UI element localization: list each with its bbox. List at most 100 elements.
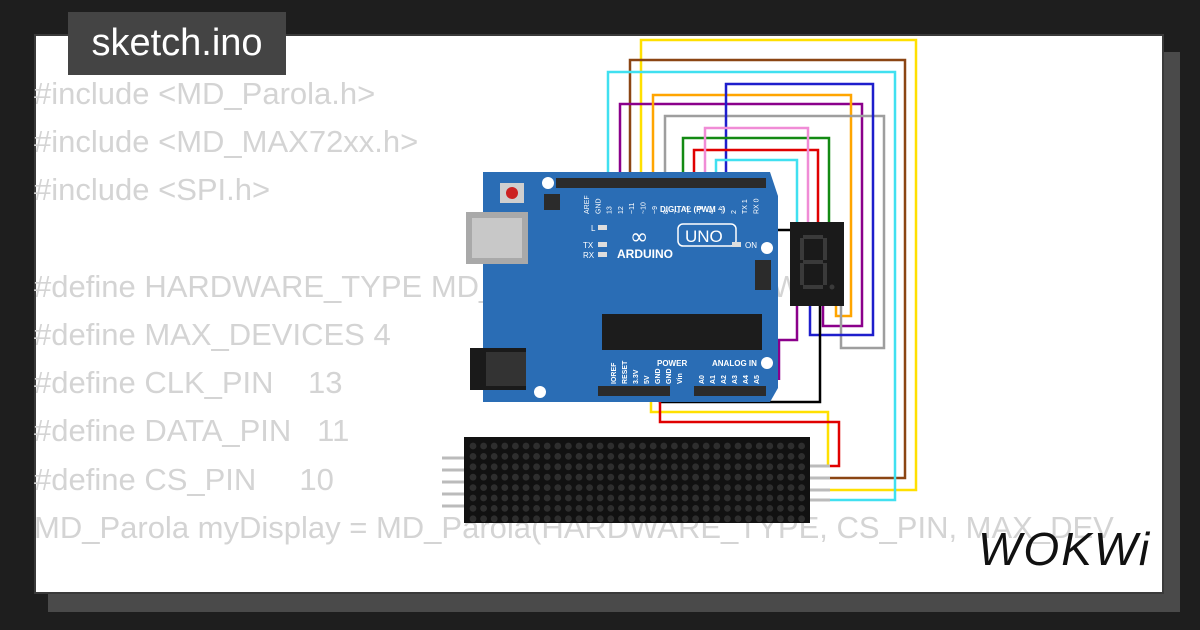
code-line: #define MAX_DEVICES 4	[34, 316, 391, 352]
matrix-led	[512, 453, 519, 460]
matrix-led	[702, 515, 710, 523]
matrix-led	[755, 473, 763, 481]
bottom-pin-label: GND	[666, 368, 673, 384]
led-matrix-display[interactable]	[442, 437, 830, 523]
matrix-led	[787, 484, 795, 491]
matrix-led	[660, 453, 668, 460]
matrix-led	[480, 515, 487, 523]
matrix-led	[777, 515, 784, 523]
matrix-led	[766, 442, 774, 450]
matrix-led	[798, 484, 805, 491]
matrix-led	[660, 494, 668, 502]
matrix-led	[702, 484, 710, 491]
bottom-pin-label: A3	[732, 375, 739, 384]
matrix-led	[713, 494, 721, 502]
matrix-led	[469, 494, 477, 502]
top-pin-label: ~5	[697, 206, 704, 214]
matrix-led	[607, 494, 615, 502]
matrix-led	[798, 463, 805, 471]
matrix-led	[618, 463, 625, 471]
matrix-led	[713, 515, 721, 523]
matrix-led	[628, 494, 636, 502]
matrix-led	[501, 463, 509, 471]
matrix-led	[618, 494, 625, 502]
matrix-led	[649, 463, 657, 471]
matrix-led	[522, 463, 530, 471]
matrix-led	[512, 473, 519, 481]
matrix-led	[671, 484, 678, 491]
matrix-led	[755, 463, 763, 471]
matrix-led	[565, 494, 572, 502]
matrix-led	[575, 453, 583, 460]
matrix-led	[660, 515, 668, 523]
matrix-led	[755, 515, 763, 523]
matrix-led	[692, 484, 699, 491]
matrix-led	[586, 515, 593, 523]
matrix-led	[628, 484, 636, 491]
matrix-led	[766, 473, 774, 481]
matrix-led	[543, 453, 551, 460]
on-led-label: ON	[745, 241, 757, 250]
matrix-led	[490, 505, 498, 512]
top-pin-label: 2	[731, 210, 738, 214]
matrix-led	[724, 484, 731, 491]
matrix-led	[671, 515, 678, 523]
bottom-pin-label: RESET	[622, 360, 629, 384]
matrix-led	[649, 453, 657, 460]
matrix-led	[586, 484, 593, 491]
matrix-led	[586, 505, 593, 512]
matrix-led	[639, 505, 646, 512]
matrix-led	[533, 442, 540, 450]
matrix-led	[596, 494, 604, 502]
matrix-led	[787, 453, 795, 460]
seven-segment-display[interactable]	[790, 222, 844, 306]
matrix-led	[607, 515, 615, 523]
board-model: UNO	[685, 227, 723, 246]
matrix-led	[755, 453, 763, 460]
matrix-led	[490, 453, 498, 460]
arduino-uno-board[interactable]: DIGITAL (PWM ~) ARDUINO ∞ UNO ON L TX RX…	[466, 172, 778, 402]
matrix-led	[607, 505, 615, 512]
matrix-led	[618, 515, 625, 523]
matrix-led	[586, 453, 593, 460]
microcontroller-chip	[602, 314, 762, 350]
matrix-led	[734, 442, 742, 450]
matrix-led	[554, 473, 562, 481]
matrix-led	[787, 494, 795, 502]
matrix-led	[734, 515, 742, 523]
matrix-led	[586, 442, 593, 450]
matrix-led	[798, 494, 805, 502]
matrix-led	[766, 463, 774, 471]
matrix-led	[702, 494, 710, 502]
bottom-pin-label: A1	[710, 375, 717, 384]
matrix-led	[724, 463, 731, 471]
matrix-led	[755, 505, 763, 512]
matrix-led	[639, 473, 646, 481]
matrix-led	[596, 442, 604, 450]
matrix-led	[755, 442, 763, 450]
matrix-led	[618, 453, 625, 460]
matrix-led	[755, 494, 763, 502]
matrix-led	[639, 515, 646, 523]
matrix-led	[671, 453, 678, 460]
matrix-led	[575, 463, 583, 471]
top-pin-label: 12	[618, 206, 625, 214]
matrix-led	[787, 463, 795, 471]
matrix-led	[533, 515, 540, 523]
matrix-led	[692, 473, 699, 481]
matrix-led	[724, 442, 731, 450]
matrix-led	[501, 453, 509, 460]
matrix-led	[713, 463, 721, 471]
matrix-led	[554, 453, 562, 460]
matrix-led	[469, 484, 477, 491]
matrix-led	[755, 484, 763, 491]
matrix-led	[575, 494, 583, 502]
matrix-led	[649, 515, 657, 523]
matrix-led	[596, 484, 604, 491]
matrix-led	[490, 463, 498, 471]
matrix-led	[533, 463, 540, 471]
matrix-led	[565, 473, 572, 481]
matrix-led	[469, 505, 477, 512]
reset-button[interactable]	[506, 187, 518, 199]
matrix-led	[734, 484, 742, 491]
